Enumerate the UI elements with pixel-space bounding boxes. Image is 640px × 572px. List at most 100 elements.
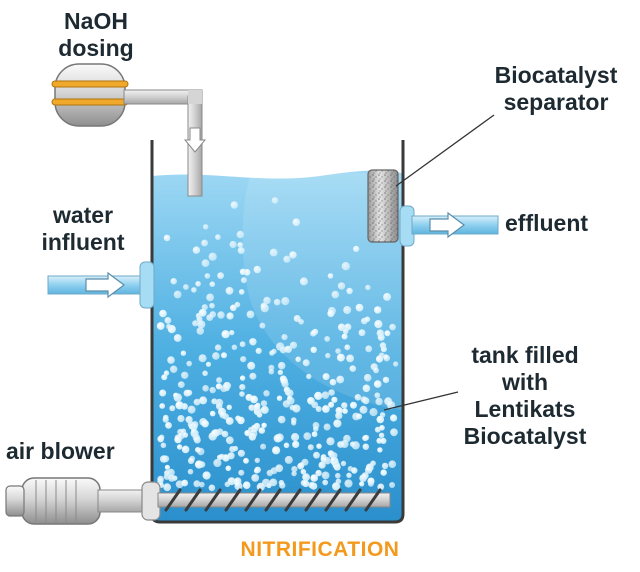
bead — [342, 408, 348, 414]
bead — [192, 320, 199, 327]
naoh-flow-arrow — [183, 127, 207, 153]
bead — [279, 482, 286, 489]
bead — [209, 386, 216, 394]
bead — [193, 398, 201, 406]
bead — [238, 289, 245, 295]
bead — [217, 272, 225, 279]
bead — [381, 462, 389, 470]
bead — [187, 405, 196, 414]
bead — [234, 481, 241, 487]
tank-filled-label: tank filled with Lentikats Biocatalyst — [440, 342, 610, 450]
bead — [247, 361, 256, 370]
bead — [327, 310, 335, 318]
bead — [323, 423, 331, 431]
bead — [229, 240, 237, 249]
bead — [239, 341, 246, 348]
bead — [324, 336, 331, 342]
bead — [242, 481, 251, 490]
bead — [261, 422, 267, 428]
bead — [223, 381, 232, 390]
bead — [291, 420, 297, 426]
bead — [393, 361, 399, 367]
bead — [292, 404, 301, 413]
bead — [369, 408, 378, 417]
bead — [202, 471, 211, 480]
bead — [374, 392, 381, 399]
bead — [277, 361, 286, 370]
bead — [259, 322, 266, 329]
bead — [281, 297, 290, 306]
bead — [379, 342, 387, 349]
bead — [346, 472, 352, 478]
bead — [331, 290, 340, 299]
bead — [225, 417, 234, 425]
bead — [226, 404, 232, 410]
bead — [201, 420, 209, 428]
bead — [370, 460, 376, 467]
naoh-dosing-label: NaOH dosing — [50, 8, 142, 62]
bead — [277, 415, 286, 424]
bead — [173, 334, 182, 342]
tank-label-line3: Lentikats — [474, 396, 576, 422]
bead — [230, 201, 238, 209]
air-diffuser — [157, 488, 391, 512]
bead — [230, 304, 237, 312]
bead — [237, 242, 243, 248]
bead — [323, 457, 332, 465]
effluent-flow-arrow — [429, 211, 465, 239]
bead — [221, 330, 230, 339]
bead — [180, 350, 187, 356]
bead — [173, 392, 179, 399]
bead — [197, 447, 205, 456]
bead — [213, 458, 222, 468]
bead — [191, 428, 197, 434]
bead — [183, 284, 189, 290]
bead — [277, 369, 284, 376]
bead — [289, 251, 297, 259]
bead — [254, 457, 260, 464]
bead — [343, 328, 349, 335]
bead — [300, 469, 307, 475]
bead — [321, 391, 330, 400]
lentikats-beads — [156, 197, 399, 492]
bead — [170, 278, 177, 285]
bead — [390, 414, 398, 422]
bead — [344, 344, 351, 351]
bead — [363, 434, 370, 441]
bead — [216, 377, 223, 384]
bead — [291, 466, 298, 473]
bead — [201, 304, 208, 311]
bead — [181, 371, 189, 379]
diffuser-nozzle — [344, 488, 362, 512]
bead — [240, 356, 247, 363]
bead — [209, 281, 216, 288]
bead — [198, 354, 207, 363]
bead — [281, 334, 288, 341]
bead — [177, 415, 185, 423]
bead — [292, 218, 301, 226]
bead — [283, 442, 290, 449]
effluent-pipe — [399, 205, 499, 247]
bead — [164, 317, 172, 324]
diffuser-nozzle — [284, 488, 302, 512]
bead — [299, 277, 308, 286]
bead — [280, 377, 288, 385]
bead — [217, 311, 225, 319]
bead — [214, 344, 222, 351]
bead — [322, 405, 330, 413]
bead — [168, 474, 176, 482]
diffuser-nozzle — [244, 488, 262, 512]
bead — [270, 467, 278, 475]
bead — [343, 434, 351, 443]
bead — [243, 457, 249, 464]
bead — [269, 478, 278, 487]
bead — [212, 352, 220, 360]
bead — [380, 437, 387, 444]
bead — [260, 443, 267, 450]
bead — [316, 443, 322, 449]
bead — [260, 405, 269, 414]
naoh-pipe — [123, 89, 207, 197]
bead — [177, 381, 185, 388]
bead — [170, 365, 178, 373]
bead — [291, 470, 297, 477]
